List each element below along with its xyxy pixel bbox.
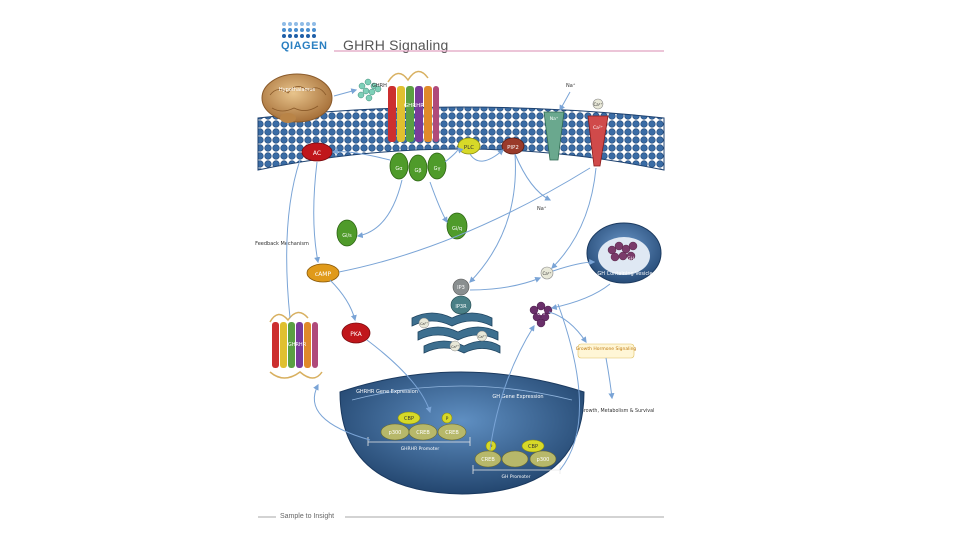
camp-molecule xyxy=(306,263,340,283)
ip3r-label: IP3R xyxy=(455,304,467,310)
hypothalamus-brain xyxy=(261,73,333,123)
pka-label: PKA xyxy=(350,331,362,338)
ghrhr-internal-label: GHRHR xyxy=(288,342,307,348)
gi-s-label: Gi/s xyxy=(342,233,352,239)
pip2-label: PIP2 xyxy=(507,145,519,151)
ca-channel xyxy=(587,115,609,167)
ghrhr-expression-label: GHRHR Gene Expression xyxy=(356,389,418,395)
page-title: GHRH Signaling xyxy=(343,37,449,53)
gh-expression-label: GH Gene Expression xyxy=(492,394,543,400)
cbp-label: CBP xyxy=(404,416,414,422)
promoter-right-label: GH Promoter xyxy=(502,474,531,480)
plc-label: PLC xyxy=(464,145,474,151)
footer-tagline: Sample to Insight xyxy=(280,513,335,520)
ca-mid-ion xyxy=(540,266,554,280)
ca-mid-label: Ca²⁺ xyxy=(543,271,552,276)
p300-label-right: p300 xyxy=(537,457,550,463)
ip3-label: IP3 xyxy=(457,285,465,291)
pip2-molecule xyxy=(501,137,525,155)
na-channel xyxy=(543,111,565,161)
gi-q-protein xyxy=(446,212,468,240)
promoter-left-label: GHRHR Promoter xyxy=(401,446,440,452)
creb-label-left-2: CREB xyxy=(445,430,459,436)
ip3-molecule xyxy=(452,278,470,296)
ca-er-ion-1 xyxy=(418,317,430,329)
pathway-arrows xyxy=(286,147,615,471)
gh-label: GH xyxy=(537,311,545,317)
na-channel-label: Na⁺ xyxy=(550,116,559,122)
ca-er-label-3: Ca²⁺ xyxy=(451,345,459,349)
ghrhr-receptor-label: GHRHR xyxy=(404,103,424,109)
creb-label-left-1: CREB xyxy=(416,430,430,436)
cbp-label-right: CBP xyxy=(528,444,538,450)
hypothalamus-label: Hypothalamus xyxy=(279,87,316,93)
qiagen-logo-icon xyxy=(282,22,316,38)
ghrhr-receptor xyxy=(387,70,439,142)
ca-er-ion-3 xyxy=(449,340,461,352)
p300-label-left: p300 xyxy=(389,430,402,436)
ghrh-ligand-label: GHRH xyxy=(372,83,387,89)
brand-name: QIAGEN xyxy=(281,40,328,52)
creb-label-right: CREB xyxy=(481,457,495,463)
arrow-na-in xyxy=(559,91,571,112)
ghrhr-promoter-complex xyxy=(367,411,471,446)
gh-cluster xyxy=(529,301,553,328)
vesicle-label: GH Containing Vesicle xyxy=(597,271,652,277)
arrow-brain-to-ghrh xyxy=(333,88,358,97)
ca-er-ion-2 xyxy=(476,330,488,342)
cell-growth-label: Cell Growth, Metabolism & Survival xyxy=(570,408,655,414)
g-alpha-label: Gα xyxy=(395,166,403,172)
growth-signaling-label: Growth Hormone Signaling xyxy=(576,346,637,352)
vesicle-gh-label: GH xyxy=(627,256,634,262)
g-protein-complex xyxy=(389,152,447,182)
ca-extracellular-label: Ca²⁺ xyxy=(594,102,603,107)
g-beta-label: Gβ xyxy=(414,168,421,174)
gi-q-label: Gi/q xyxy=(452,226,462,232)
camp-label: cAMP xyxy=(315,271,332,278)
pka-enzyme xyxy=(341,322,371,344)
ghrhr-internal-receptor xyxy=(269,311,323,379)
ac-label: AC xyxy=(313,150,321,157)
ca-channel-label: Ca²⁺ xyxy=(593,125,604,131)
ghrh-ligand xyxy=(357,78,382,102)
p-label-left: P xyxy=(446,416,449,422)
na-extracellular-label: Na⁺ xyxy=(566,83,576,89)
ip3r-receptor xyxy=(450,295,472,315)
na-intracellular-label: Na⁺ xyxy=(537,206,547,212)
feedback-label: Feedback Mechanism xyxy=(255,241,309,247)
gh-promoter-complex xyxy=(472,439,561,474)
gh-vesicle xyxy=(586,222,662,284)
g-gamma-label: Gγ xyxy=(434,166,441,172)
ca-er-label-1: Ca²⁺ xyxy=(420,322,428,326)
ca-er-label-2: Ca²⁺ xyxy=(478,335,486,339)
ca-extracellular-ion xyxy=(592,98,604,110)
p-label-right: P xyxy=(490,444,493,450)
